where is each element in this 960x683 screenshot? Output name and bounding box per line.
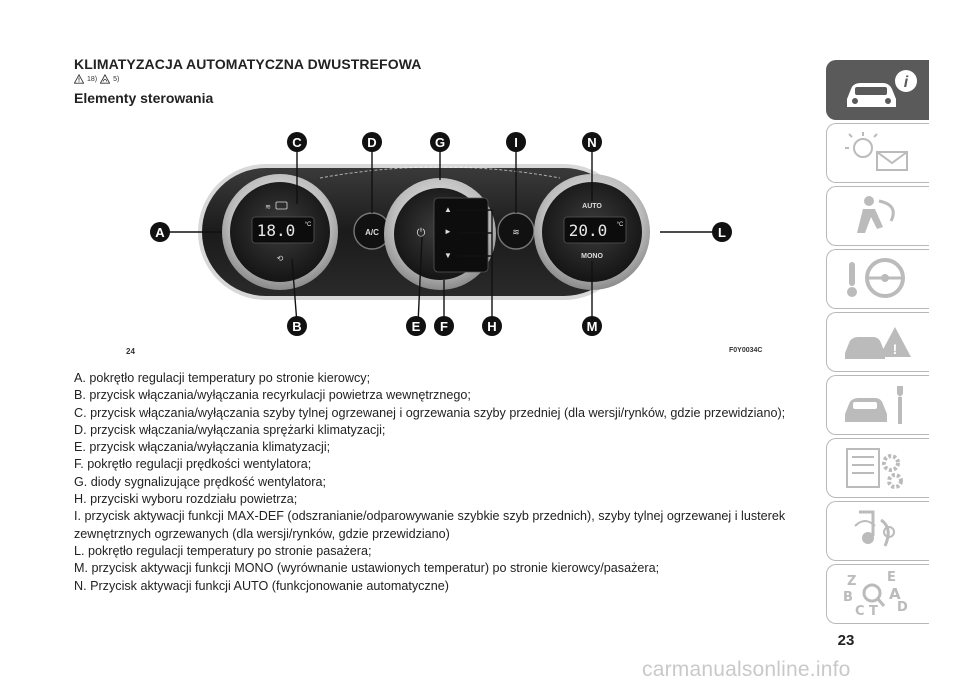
legend-item-i: I. przycisk aktywacji funkcji MAX-DEF (o… xyxy=(74,509,786,541)
tab-warning-lights[interactable] xyxy=(826,123,929,183)
callout-E: E xyxy=(406,316,426,336)
svg-text:i: i xyxy=(904,74,909,91)
svg-text:Z: Z xyxy=(847,574,856,589)
subsection-title: Elementy sterowania xyxy=(74,90,214,106)
tab-maintenance[interactable] xyxy=(826,375,929,435)
distribution-up-icon: ▲ xyxy=(444,205,452,214)
driver-temperature-knob[interactable]: 18.0 °C ≋ ⟲ xyxy=(222,174,338,290)
driver-temperature-unit: °C xyxy=(305,222,312,228)
callout-H: H xyxy=(482,316,502,336)
svg-text:D: D xyxy=(897,600,908,615)
svg-text:C: C xyxy=(292,135,302,150)
svg-text:!: ! xyxy=(893,341,898,357)
max-def-icon: ≋ xyxy=(512,227,520,237)
watermark: carmanualsonline.info xyxy=(642,658,851,681)
fan-speed-knob[interactable]: ⏻ ▲ ► ▼ xyxy=(384,178,496,290)
svg-text:H: H xyxy=(487,319,496,334)
tab-emergency[interactable]: ! xyxy=(826,312,929,372)
passenger-temperature-value: 20.0 xyxy=(569,221,608,240)
passenger-temperature-unit: °C xyxy=(617,222,624,228)
section-title: KLIMATYZACJA AUTOMATYCZNA DWUSTREFOWA xyxy=(74,56,422,72)
callout-A: A xyxy=(150,222,170,242)
emergency-icon: ! xyxy=(845,327,911,359)
figure-code: F0Y0034C xyxy=(729,347,763,354)
distribution-down-icon: ▼ xyxy=(444,251,452,260)
svg-text:G: G xyxy=(435,135,445,150)
warning-lights-icon xyxy=(845,132,908,171)
driver-temperature-display xyxy=(251,216,315,244)
svg-text:A: A xyxy=(155,225,165,240)
callout-leaders xyxy=(168,144,718,325)
safety-airbag-icon xyxy=(857,196,895,233)
tab-car-info[interactable]: i xyxy=(826,60,929,120)
callout-N: N xyxy=(582,132,602,152)
tab-multimedia[interactable] xyxy=(826,501,929,561)
legend-item-c: C. przycisk włączania/wyłączania szyby t… xyxy=(74,405,786,420)
air-distribution-panel xyxy=(433,197,489,273)
recirculation-icon: ⟲ xyxy=(277,254,284,263)
svg-text:L: L xyxy=(718,225,726,240)
caution-triangle-icon xyxy=(100,74,111,84)
svg-text:N: N xyxy=(587,135,596,150)
legend-item-d: D. przycisk włączania/wyłączania sprężar… xyxy=(74,422,386,437)
legend-item-n: N. Przycisk aktywacji funkcji AUTO (funk… xyxy=(74,578,449,593)
rear-defrost-icon xyxy=(275,201,288,210)
svg-text:B: B xyxy=(843,590,853,605)
auto-button-label: AUTO xyxy=(582,203,602,210)
svg-text:E: E xyxy=(412,319,421,334)
max-def-button[interactable]: ≋ xyxy=(497,212,535,250)
svg-text:B: B xyxy=(292,319,301,334)
svg-text:T: T xyxy=(869,604,878,619)
car-info-icon: i xyxy=(847,70,917,107)
power-icon: ⏻ xyxy=(417,227,426,239)
legend-item-l: L. pokrętło regulacji temperatury po str… xyxy=(74,543,372,558)
legend-item-a: A. pokrętło regulacji temperatury po str… xyxy=(74,371,371,385)
maintenance-icon xyxy=(845,386,903,424)
callout-D: D xyxy=(362,132,382,152)
legend-item-h: H. przyciski wyboru rozdziału powietrza; xyxy=(74,492,298,507)
steering-start-icon xyxy=(847,258,905,298)
legend-item-f: F. pokrętło regulacji prędkości wentylat… xyxy=(74,457,312,472)
legend-item-b: B. przycisk włączania/wyłączania recyrku… xyxy=(74,388,471,403)
index-icon: Z E B A C T D xyxy=(843,570,908,619)
callout-C: C xyxy=(287,132,307,152)
svg-text:I: I xyxy=(514,135,518,150)
mono-button-label: MONO xyxy=(581,253,603,260)
climate-control-diagram: ✿ ✿ 18.0 °C ≋ ⟲ A/C ⏻ ▲ ► ▼ ≋ 20.0 °C A xyxy=(150,132,732,336)
svg-text:F: F xyxy=(440,319,448,334)
tab-starting[interactable] xyxy=(826,249,929,309)
legend-list: A. pokrętło regulacji temperatury po str… xyxy=(74,370,812,595)
page-number: 23 xyxy=(837,632,855,649)
callout-I: I xyxy=(506,132,526,152)
legend-item-m: M. przycisk aktywacji funkcji MONO (wyró… xyxy=(74,561,660,576)
svg-text:D: D xyxy=(367,135,376,150)
ac-button-label: A/C xyxy=(365,228,379,237)
tab-safety[interactable] xyxy=(826,186,929,246)
tab-technical-data[interactable] xyxy=(826,438,929,498)
figure-number: 24 xyxy=(126,347,135,356)
warning-triangle-icon xyxy=(74,74,84,84)
passenger-temperature-display xyxy=(563,216,627,244)
warning-ref-2: 5) xyxy=(113,75,120,83)
technical-data-icon xyxy=(846,448,903,489)
legend-item-g: G. diody sygnalizujące prędkość wentylat… xyxy=(74,474,327,489)
multimedia-icon xyxy=(854,510,895,547)
callout-B: B xyxy=(287,316,307,336)
svg-text:C: C xyxy=(855,604,865,619)
svg-text:E: E xyxy=(887,570,896,585)
warning-references: 18) 5) xyxy=(74,74,119,84)
svg-text:M: M xyxy=(587,319,598,334)
callout-F: F xyxy=(434,316,454,336)
warning-ref-1: 18) xyxy=(87,75,98,83)
callout-M: M xyxy=(582,316,602,336)
legend-item-e: E. przycisk włączania/wyłączania klimaty… xyxy=(74,440,331,455)
passenger-temperature-knob[interactable]: 20.0 °C AUTO MONO xyxy=(534,174,650,290)
callout-G: G xyxy=(430,132,450,152)
driver-temperature-value: 18.0 xyxy=(257,221,296,240)
svg-text:A: A xyxy=(889,585,901,603)
distribution-face-icon: ► xyxy=(444,227,452,236)
tab-index[interactable]: Z E B A C T D xyxy=(826,564,929,624)
callout-L: L xyxy=(712,222,732,242)
front-defrost-icon: ≋ xyxy=(265,204,271,211)
